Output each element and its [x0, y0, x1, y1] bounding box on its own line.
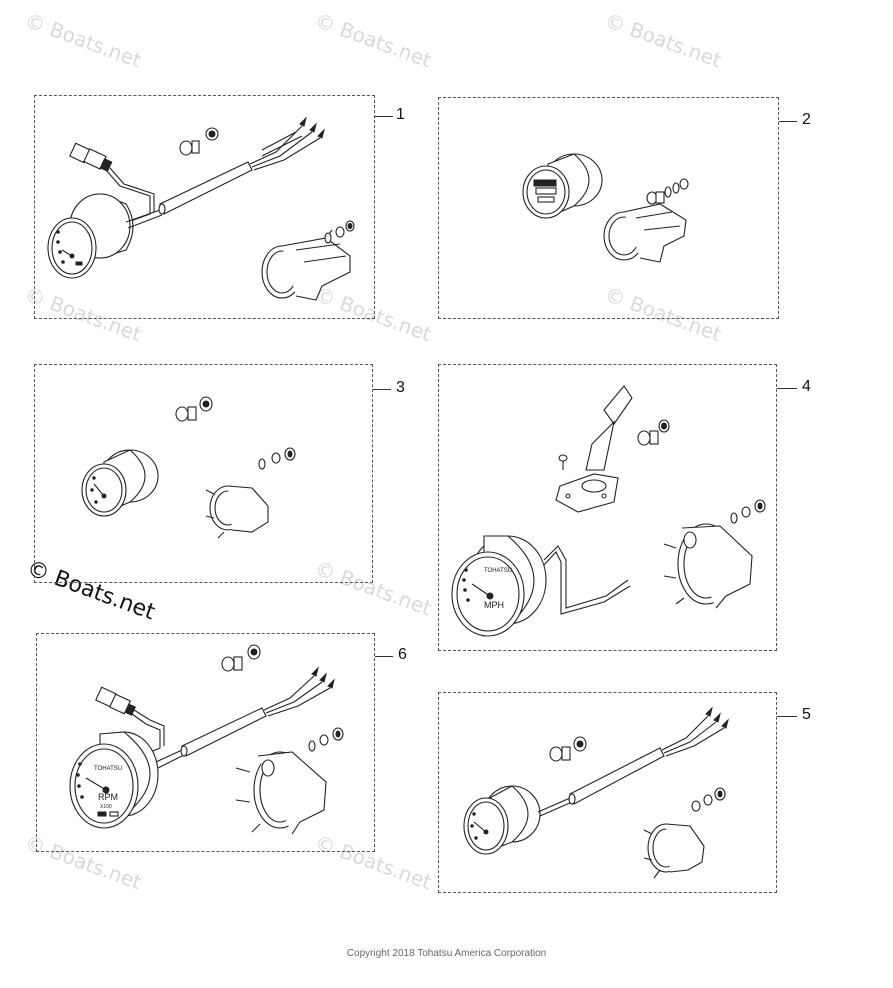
callout-4: 4 [802, 378, 811, 395]
harness-connector-icon [95, 686, 136, 716]
mounting-bracket-icon [261, 229, 351, 301]
washer-nut-icon [691, 787, 726, 812]
panel-1-art [47, 116, 355, 301]
copyright-notice: Copyright 2018 Tohatsu America Corporati… [346, 948, 547, 959]
bulb-socket-icon [637, 419, 670, 446]
bulb-socket-icon [179, 127, 219, 156]
callout-1: 1 [396, 106, 405, 123]
panel-1 [34, 95, 375, 319]
panel-4-art: TOHATSU MPH [451, 385, 766, 637]
mounting-bracket-icon [663, 523, 753, 609]
mounting-bracket-icon [205, 485, 269, 539]
washer-nut-icon [324, 220, 355, 244]
callout-6: 6 [398, 646, 407, 663]
panel-5 [438, 692, 777, 893]
gauge-unit-label-rpm: RPM [98, 792, 118, 802]
panel-3 [34, 364, 373, 583]
bulb-socket-icon [175, 396, 213, 422]
callout-leader-6 [375, 656, 393, 657]
panel-2-art [522, 153, 689, 263]
mounting-bracket-icon [643, 823, 705, 879]
mounting-bracket-icon [603, 203, 687, 263]
pitot-pickup-icon [555, 385, 633, 513]
bulb-socket-icon [549, 736, 587, 762]
bulb-socket-icon [221, 644, 261, 672]
panel-6-art: TOHATSU RPM X100 [69, 644, 344, 835]
gauge-unit-label-mph: MPH [484, 600, 504, 610]
cable-sheath-icon [568, 747, 665, 805]
cable-sheath-icon [158, 161, 253, 215]
bulb-socket-icon [646, 191, 665, 205]
washer-nut-icon [730, 499, 766, 524]
panel-3-art [81, 396, 296, 539]
panel-5-art [463, 706, 729, 879]
mounting-bracket-icon [235, 751, 327, 835]
callout-5: 5 [802, 706, 811, 723]
callout-leader-4 [777, 388, 797, 389]
washer-nut-icon [258, 447, 296, 470]
speedometer-gauge-icon [451, 535, 547, 637]
callout-leader-5 [777, 716, 797, 717]
gauge-brand-label: TOHATSU [94, 766, 122, 772]
panel-4 [438, 364, 777, 651]
hour-meter-gauge-icon [522, 153, 603, 219]
washer-nut-icon [664, 178, 689, 198]
screw-icon [558, 454, 568, 470]
gauge-brand-label: TOHATSU [484, 568, 512, 574]
tachometer-gauge-icon [47, 193, 134, 279]
small-gauge-icon [81, 449, 159, 517]
gauge-multiplier-label: X100 [100, 804, 112, 810]
harness-connector-icon [69, 142, 113, 172]
panel-6 [36, 633, 375, 852]
panel-2 [438, 97, 779, 319]
callout-leader-1 [375, 116, 393, 117]
callout-2: 2 [802, 111, 811, 128]
tachometer-gauge-icon [69, 731, 159, 829]
washer-nut-icon [308, 727, 344, 752]
cable-sheath-icon [180, 707, 267, 757]
callout-leader-3 [373, 389, 391, 390]
callout-leader-2 [779, 121, 797, 122]
callout-3: 3 [396, 379, 405, 396]
small-tachometer-gauge-icon [463, 785, 541, 855]
